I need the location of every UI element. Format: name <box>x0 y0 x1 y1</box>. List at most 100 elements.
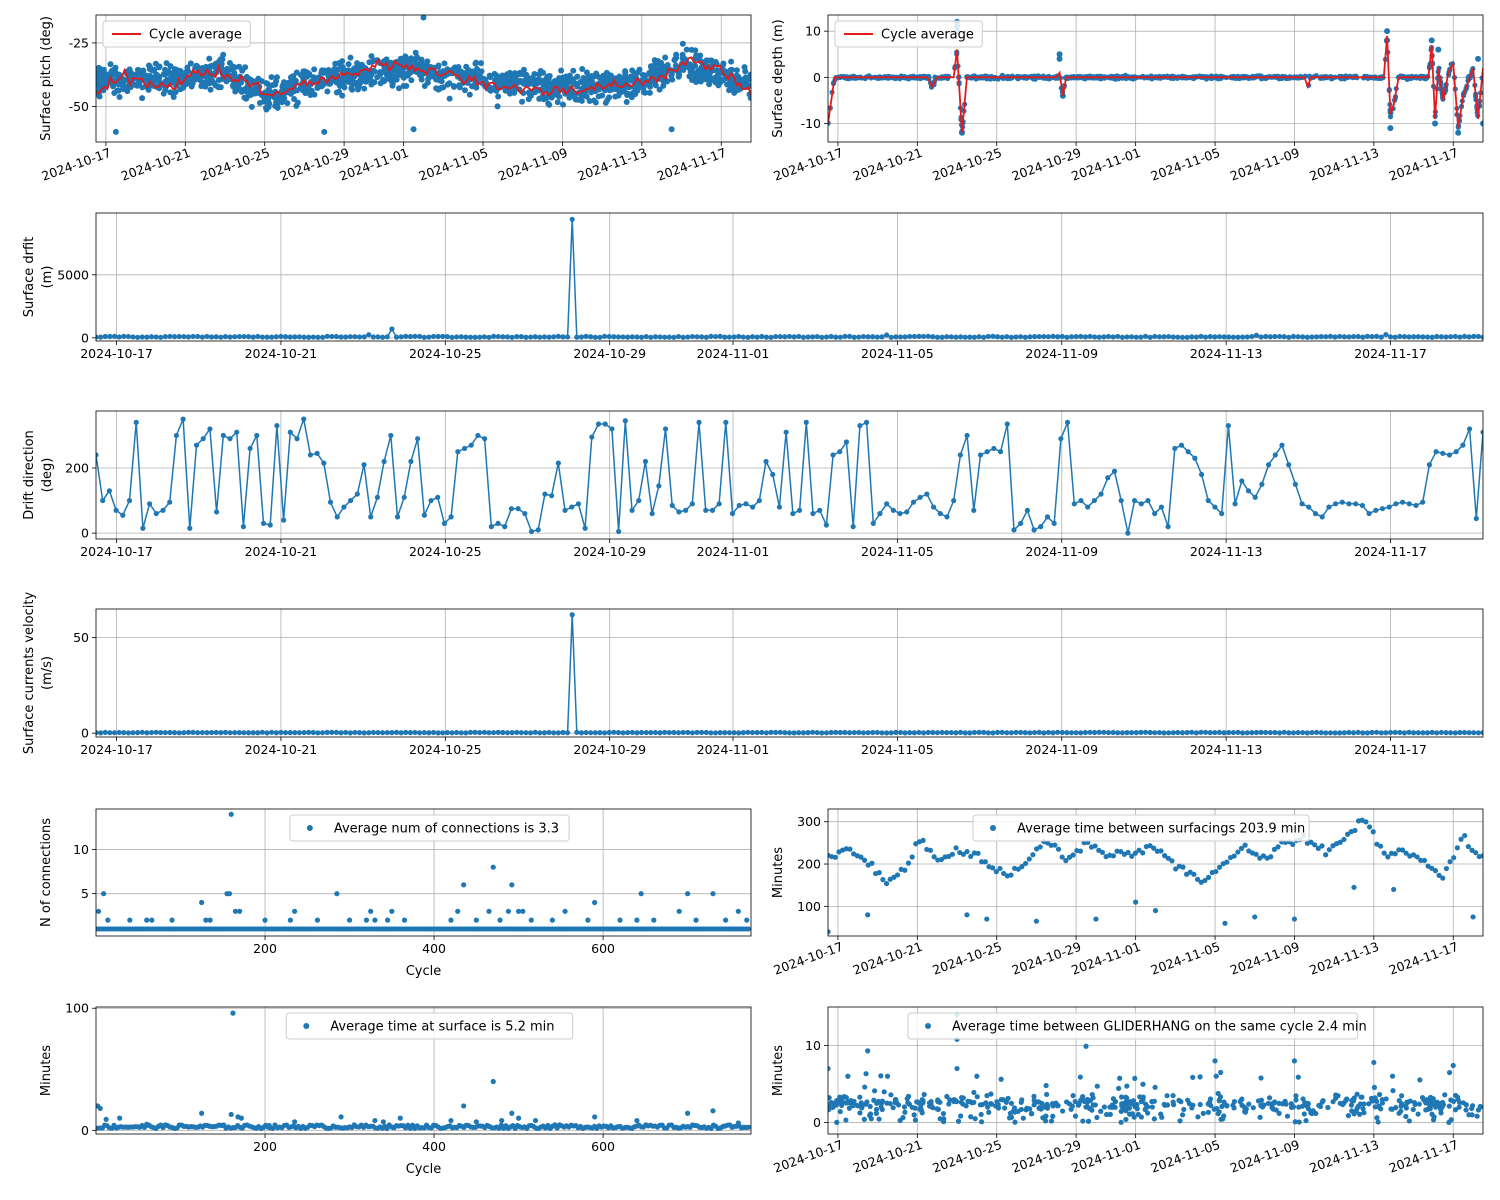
data-point <box>1119 1094 1125 1100</box>
data-point <box>1353 501 1359 507</box>
data-point <box>830 452 836 458</box>
data-point <box>508 506 515 512</box>
data-point <box>783 429 789 435</box>
legend-label: Cycle average <box>149 28 242 43</box>
data-point <box>1438 1110 1444 1116</box>
data-point <box>1096 729 1102 735</box>
data-point <box>444 334 450 340</box>
data-point <box>441 520 448 526</box>
data-point <box>347 730 353 736</box>
data-point <box>1271 846 1278 852</box>
data-point <box>983 1100 989 1106</box>
data-point <box>1013 334 1019 340</box>
data-point <box>1327 333 1334 339</box>
data-point <box>1293 1097 1299 1103</box>
data-point <box>685 891 691 897</box>
data-point <box>1348 1102 1355 1108</box>
data-point <box>321 128 328 135</box>
data-point <box>558 67 565 74</box>
axes-frame <box>95 1006 752 1135</box>
series-line <box>828 35 1483 133</box>
data-point <box>1427 1103 1433 1109</box>
data-point <box>1177 1118 1183 1124</box>
data-point <box>523 730 529 736</box>
data-point <box>895 1102 902 1108</box>
data-point <box>301 334 307 340</box>
data-point <box>368 514 374 520</box>
data-point <box>1384 28 1391 35</box>
data-point <box>190 333 196 340</box>
data-point <box>902 334 908 340</box>
data-point <box>634 1117 640 1124</box>
data-point <box>951 497 957 504</box>
data-point <box>800 730 806 736</box>
data-point <box>1052 842 1058 848</box>
data-point <box>262 917 268 923</box>
data-point <box>833 729 839 735</box>
data-point <box>1096 334 1102 340</box>
data-point <box>606 729 612 736</box>
data-point <box>228 1111 234 1118</box>
data-point <box>1015 1108 1021 1114</box>
data-point <box>986 1109 992 1115</box>
data-point <box>1295 729 1301 736</box>
data-point <box>968 853 974 860</box>
data-point <box>220 51 227 58</box>
data-point <box>424 58 431 65</box>
data-point <box>218 334 224 340</box>
data-point <box>629 507 635 513</box>
data-point <box>1452 730 1458 736</box>
data-point <box>842 729 848 736</box>
data-point <box>287 429 293 435</box>
data-point <box>1004 421 1010 427</box>
data-point <box>98 334 104 340</box>
data-point <box>461 445 468 452</box>
data-point <box>1151 845 1157 851</box>
data-point <box>338 334 344 340</box>
data-point <box>98 730 104 736</box>
data-point <box>796 507 803 513</box>
data-point <box>458 730 464 736</box>
data-point <box>1454 845 1460 851</box>
data-point <box>814 729 820 736</box>
data-point <box>909 854 915 860</box>
data-point <box>919 1097 925 1103</box>
data-point <box>144 1121 150 1127</box>
data-point <box>1458 836 1464 842</box>
data-point <box>708 730 714 736</box>
data-point <box>1170 334 1176 340</box>
data-point <box>660 82 667 89</box>
data-point <box>971 1089 977 1096</box>
data-point <box>656 86 663 93</box>
data-point <box>1136 847 1142 853</box>
data-point <box>887 1101 893 1107</box>
data-point <box>1202 877 1208 884</box>
data-point <box>107 730 113 736</box>
data-point <box>1124 334 1130 340</box>
data-point <box>1397 729 1403 736</box>
series-line <box>96 416 1483 534</box>
data-point <box>121 333 127 339</box>
data-point <box>217 84 224 91</box>
data-point <box>947 1097 953 1103</box>
data-point <box>408 458 414 465</box>
data-point <box>694 729 700 736</box>
data-point <box>1043 1118 1049 1124</box>
x-tick-label: 2024-11-13 <box>1307 939 1380 978</box>
data-point <box>1374 729 1380 735</box>
data-point <box>1064 334 1070 340</box>
data-point <box>1475 55 1482 62</box>
data-point <box>777 729 783 735</box>
x-tick-label: 2024-10-21 <box>245 742 318 757</box>
data-point <box>108 70 115 77</box>
data-point <box>1244 730 1250 736</box>
data-point <box>1022 334 1028 340</box>
axes-frame <box>827 808 1484 937</box>
data-point <box>1469 847 1475 853</box>
data-point <box>461 87 468 94</box>
data-point <box>874 334 880 340</box>
data-point <box>1420 730 1426 736</box>
data-point <box>865 730 871 736</box>
data-point <box>1397 333 1403 340</box>
